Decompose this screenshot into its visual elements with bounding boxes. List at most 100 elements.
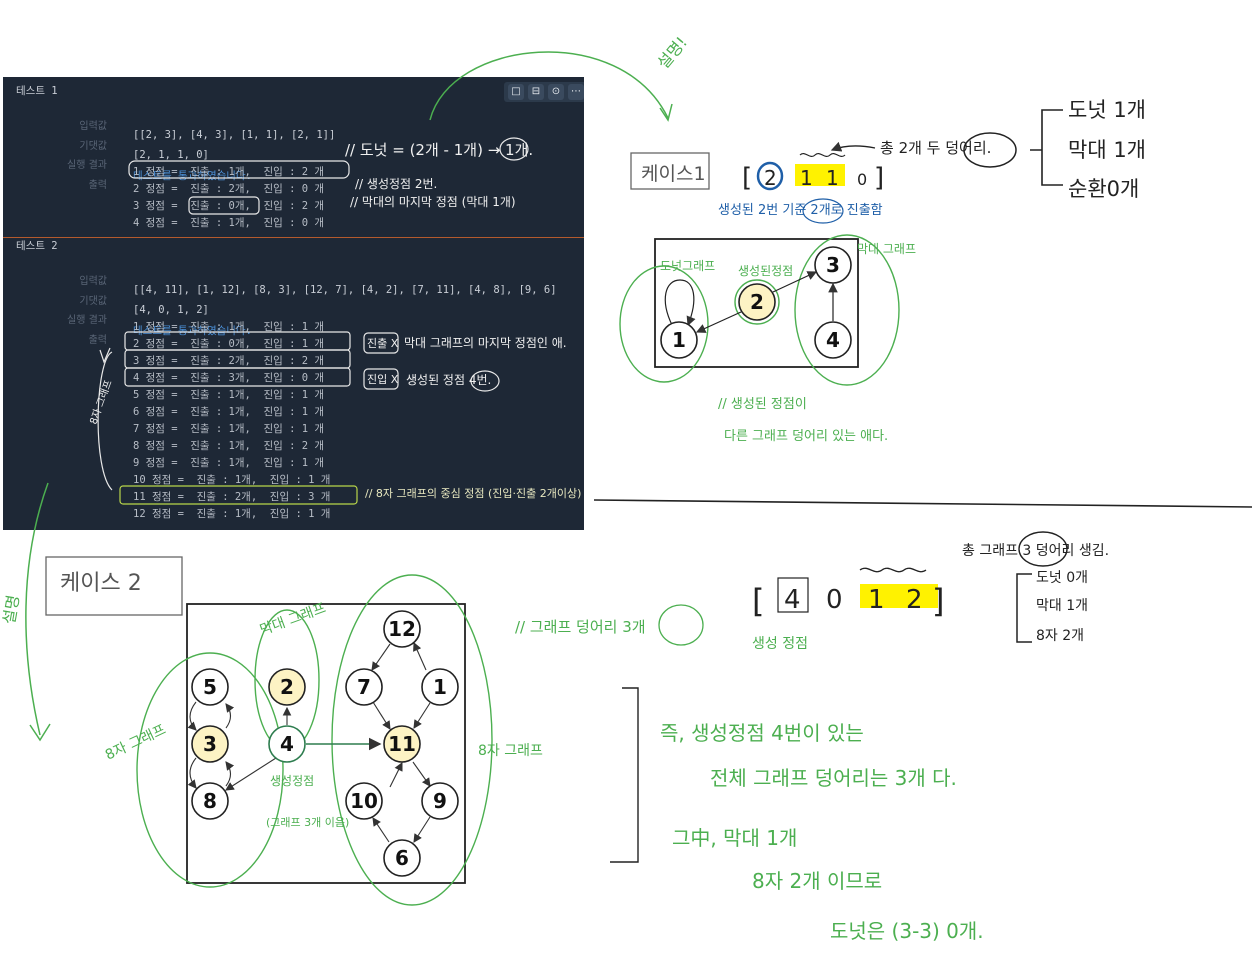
result-label: 실행 결과	[67, 315, 107, 326]
svg-text:4: 4	[280, 732, 294, 756]
note-stick-last: // 막대의 마지막 정점 (막대 1개)	[350, 195, 516, 209]
case2-bracket	[1016, 573, 1032, 643]
test2-output-line: 12 정점 = 진출 : 1개, 진입 : 1 개	[133, 508, 331, 520]
note-created-4: 생성된 정점 4번.	[406, 373, 491, 387]
case2-array-1: 0	[826, 585, 843, 615]
svg-text:8: 8	[203, 789, 217, 813]
test1-output-line: 1 정점 = 진출 : 1개, 진입 : 2 개	[133, 166, 325, 178]
case1-donut-label: 도넛그래프	[660, 259, 715, 273]
result-label: 실행 결과	[67, 160, 107, 171]
svg-text:2: 2	[750, 290, 764, 314]
case2-node: 11	[383, 725, 421, 763]
highlight-box	[119, 485, 358, 505]
test1-result-row: 실행 결과 테스트를 통과하였습니다.	[3, 144, 584, 192]
test2-output-line: 10 정점 = 진출 : 1개, 진입 : 1 개	[133, 474, 331, 486]
case2-title: 케이스 2	[60, 571, 142, 596]
case2-node: 5	[191, 668, 229, 706]
case2-node: 9	[421, 782, 459, 820]
case1-summary-2: 순환0개	[1068, 177, 1139, 201]
svg-text:[: [	[752, 582, 764, 620]
case2-array-highlight	[860, 584, 938, 608]
case2-summary-2: 8자 2개	[1036, 628, 1084, 644]
test2-output-line: 8 정점 = 진출 : 1개, 진입 : 2 개	[133, 440, 325, 452]
input-label: 입력값	[79, 276, 107, 287]
case2-node: 6	[383, 839, 421, 877]
case2-explain: 설명	[0, 593, 23, 625]
conclusion-line-3: 그中, 막대 1개	[672, 826, 797, 850]
output-label: 출력	[88, 180, 107, 191]
test1-output-label-row: 출력	[3, 164, 584, 200]
expected-label: 기댓값	[79, 141, 107, 152]
test2-output-line: 1 정점 = 진출 : 1개, 진입 : 1 개	[133, 321, 325, 333]
case2-graph-note: // 그래프 덩어리 3개	[515, 618, 646, 636]
note-no-out: 진출 X	[367, 337, 399, 350]
case2-node: 3	[191, 725, 229, 763]
case2-node: 7	[345, 668, 383, 706]
case1-stick-label: 막대 그래프	[857, 242, 916, 256]
svg-text:11: 11	[388, 732, 416, 756]
case1-array-0: 2	[764, 166, 777, 190]
case1-node: 2	[738, 283, 776, 321]
case1-explain: 설명!	[654, 33, 692, 73]
expected-label: 기댓값	[79, 296, 107, 307]
case1-node: 1	[660, 321, 698, 359]
svg-text:1: 1	[672, 328, 686, 352]
case2-created-label: 생성 정점	[752, 636, 808, 652]
svg-text:]: ]	[932, 582, 944, 620]
test2-output-line: 6 정점 = 진출 : 1개, 진입 : 1 개	[133, 406, 325, 418]
svg-text:3: 3	[826, 253, 840, 277]
case1-bracket	[1030, 109, 1063, 186]
case1-arrow	[429, 51, 669, 121]
case2-title-box	[45, 556, 183, 616]
test2-title: 테스트 2	[16, 240, 58, 252]
test2-output-line: 4 정점 = 진출 : 3개, 진입 : 0 개	[133, 372, 325, 384]
panel-box-marks	[97, 137, 529, 491]
conclusion-line-2: 전체 그래프 덩어리는 3개 다.	[710, 766, 957, 790]
input-label: 입력값	[79, 121, 107, 132]
more-icon[interactable]: ⋯	[568, 84, 584, 100]
comment-icon[interactable]: □	[508, 84, 524, 100]
test2-expected: [4, 0, 1, 2]	[133, 304, 209, 316]
case2-node: 4	[268, 725, 306, 763]
case2-node: 1	[421, 668, 459, 706]
case1-created-note: 생성된 2번 기준 2개로 진출함	[718, 203, 883, 218]
svg-text:9: 9	[433, 789, 447, 813]
conclusion-line-1: 즉, 생성정점 4번이 있는	[660, 721, 864, 745]
svg-text:[: [	[742, 163, 752, 193]
case1-summary-0: 도넛 1개	[1068, 98, 1146, 122]
svg-text:12: 12	[388, 617, 416, 641]
download-icon[interactable]: ⊙	[548, 84, 564, 100]
case2-node: 12	[383, 610, 421, 648]
case2-node: 10	[345, 782, 383, 820]
test1-expected: [2, 1, 1, 0]	[133, 149, 209, 161]
case2-created-node-sub: (그래프 3개 이음)	[266, 816, 349, 829]
svg-text:7: 7	[357, 675, 371, 699]
case1-array-3: 0	[857, 170, 867, 189]
test1-output-line: 2 정점 = 진출 : 2개, 진입 : 0 개	[133, 183, 325, 195]
case2-array-2: 1	[868, 585, 885, 615]
case2-created-node-label: 생성정점	[270, 774, 314, 788]
svg-text:1: 1	[433, 675, 447, 699]
test2-output-line: 5 정점 = 진출 : 1개, 진입 : 1 개	[133, 389, 325, 401]
svg-text:4: 4	[826, 328, 840, 352]
panel-notes: // 도넛 = (2개 - 1개) → 1개. // 생성정점 2번. // 막…	[88, 141, 567, 426]
conclusion-notes: 즉, 생성정점 4번이 있는 전체 그래프 덩어리는 3개 다. 그中, 막대 …	[660, 721, 984, 943]
case1-summary-1: 막대 1개	[1068, 138, 1146, 162]
pin-icon[interactable]: ⊟	[528, 84, 544, 100]
note-stick-last2: 막대 그래프의 마지막 정점인 애.	[404, 336, 567, 350]
svg-text:6: 6	[395, 846, 409, 870]
case2-fig8-left-ring	[136, 652, 284, 888]
case2-total-note: 총 그래프 3 덩어리 생김.	[962, 543, 1109, 559]
case1-donut-ring	[619, 265, 709, 383]
svg-text:10: 10	[350, 789, 378, 813]
note-created-2: // 생성정점 2번.	[355, 177, 437, 191]
case2-edges	[187, 641, 431, 843]
case1-title: 케이스1	[641, 163, 706, 185]
svg-text:5: 5	[203, 675, 217, 699]
test2-output-line: 3 정점 = 진출 : 2개, 진입 : 2 개	[133, 355, 325, 367]
section-divider	[3, 237, 584, 238]
case2-summary-1: 막대 1개	[1036, 598, 1088, 614]
case1-created-circle	[756, 161, 784, 191]
case1-bottom-note-1: // 생성된 정점이	[718, 397, 807, 412]
